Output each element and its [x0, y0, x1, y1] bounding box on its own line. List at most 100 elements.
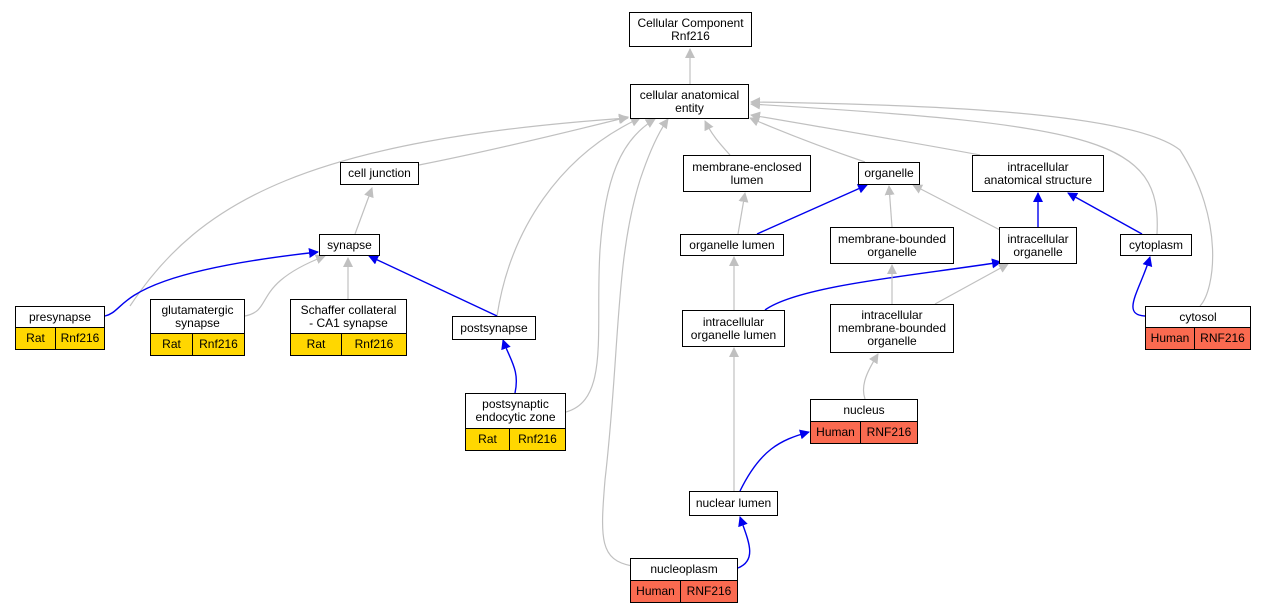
species-cell: Rat	[15, 327, 56, 350]
edge-io-to-organelle	[912, 184, 1001, 231]
node-nuclear-lumen[interactable]: nuclear lumen	[689, 491, 778, 516]
gene-cell: Rnf216	[509, 428, 566, 451]
node-label-line: cell junction	[348, 166, 411, 180]
node-synapse[interactable]: synapse	[319, 234, 380, 256]
edge-presynapse-to-synapse	[104, 248, 319, 317]
edge-imbo-to-io	[934, 263, 1009, 305]
edge-nucleus-to-imbo	[862, 353, 879, 400]
edge-pez-to-postsynapse	[501, 339, 517, 394]
node-label-line: organelle lumen	[690, 327, 777, 342]
node-cell-junction[interactable]: cell junction	[340, 162, 419, 185]
edge-glut-to-synapse	[244, 254, 326, 317]
edge-nucleoplasm-to-nuclear_lumen	[737, 516, 751, 569]
node-label-line: synapse	[175, 315, 220, 330]
edge-organelle_lumen-to-mel	[737, 192, 749, 235]
species-cell: Rat	[290, 333, 342, 356]
node-label-line: cytosol	[1179, 309, 1217, 324]
node-label-line: organelle lumen	[689, 237, 775, 252]
node-label-line: organelle	[864, 166, 914, 180]
species-cell: Rat	[465, 428, 510, 451]
node-label-line: intracellular	[702, 314, 765, 329]
node-label-line: cellular anatomical	[639, 87, 740, 102]
edge-mel-to-cae	[704, 120, 731, 156]
node-label-line: membrane-bounded	[837, 231, 947, 246]
node-label-line: - CA1 synapse	[309, 315, 388, 330]
node-term-box: nucleoplasm	[630, 558, 738, 581]
node-label-line: entity	[675, 100, 704, 115]
node-label-line: organelle	[867, 334, 917, 348]
edge-cytosol-to-cytoplasm	[1132, 256, 1153, 317]
node-term-box: presynapse	[15, 306, 105, 328]
node-label-line: intracellular	[1007, 159, 1069, 174]
node-term-box: nucleus	[810, 399, 918, 422]
edge-postsynapse-to-cae	[496, 117, 641, 317]
edge-postsynapse-to-synapse	[368, 255, 498, 317]
node-term-box: Schaffer collateral- CA1 synapse	[290, 299, 407, 334]
node-label-line: nucleoplasm	[650, 562, 718, 576]
node-postsynapse[interactable]: postsynapse	[452, 316, 536, 340]
edge-iol-to-io	[764, 258, 1002, 311]
node-organelle-lumen[interactable]: organelle lumen	[680, 234, 784, 256]
node-label-line: organelle	[867, 244, 917, 259]
node-label-line: presynapse	[28, 309, 92, 324]
species-cell: Human	[1145, 327, 1195, 350]
node-label-line: Schaffer collateral	[300, 302, 397, 317]
node-label-line: anatomical structure	[983, 172, 1093, 187]
species-cell: Human	[810, 421, 861, 444]
gene-cell: Rnf216	[192, 333, 245, 356]
species-cell: Rat	[150, 333, 193, 356]
edge-pez-to-cae	[565, 118, 656, 413]
edge-ias-to-cae	[750, 111, 981, 156]
node-label-line: endocytic zone	[475, 410, 556, 424]
node-label-line: membrane-bounded	[837, 321, 947, 335]
node-label-line: synapse	[327, 237, 372, 252]
gene-cell: RNF216	[860, 421, 918, 444]
edge-organelle_lumen-to-organelle	[756, 184, 868, 235]
species-cell: Human	[630, 580, 681, 603]
node-label-line: Rnf216	[671, 28, 710, 43]
node-label-line: postsynaptic	[482, 397, 549, 411]
edge-synapse-to-cell_junction	[354, 187, 374, 235]
node-label-line: nucleus	[843, 403, 885, 417]
edge-presynapse-to-cae	[129, 113, 629, 307]
edge-cytoplasm-to-cae	[750, 99, 1158, 235]
node-term-box: cytosol	[1145, 306, 1251, 328]
node-label-line: glutamatergic	[161, 302, 234, 317]
node-label-line: lumen	[730, 172, 764, 187]
gene-cell: Rnf216	[341, 333, 407, 356]
edge-mbo-to-organelle	[884, 185, 895, 228]
edge-cytoplasm-to-ias	[1067, 192, 1143, 235]
edge-organelle-to-cae	[749, 116, 866, 163]
node-organelle[interactable]: organelle	[858, 162, 920, 185]
gene-cell: RNF216	[1194, 327, 1251, 350]
node-label-line: nuclear lumen	[695, 496, 772, 510]
node-label-line: membrane-enclosed	[692, 159, 802, 174]
node-cytoplasm[interactable]: cytoplasm	[1120, 234, 1192, 256]
edge-cytosol-to-cae	[750, 97, 1214, 307]
edge-nuclear_lumen-to-nucleus	[739, 429, 810, 492]
node-label-line: intracellular	[1007, 231, 1069, 246]
edge-nucleoplasm-to-cae	[601, 118, 669, 567]
node-label-line: intracellular	[861, 308, 923, 322]
node-label-line: cytoplasm	[1128, 237, 1184, 252]
edge-cell_junction-to-cae	[418, 114, 629, 166]
